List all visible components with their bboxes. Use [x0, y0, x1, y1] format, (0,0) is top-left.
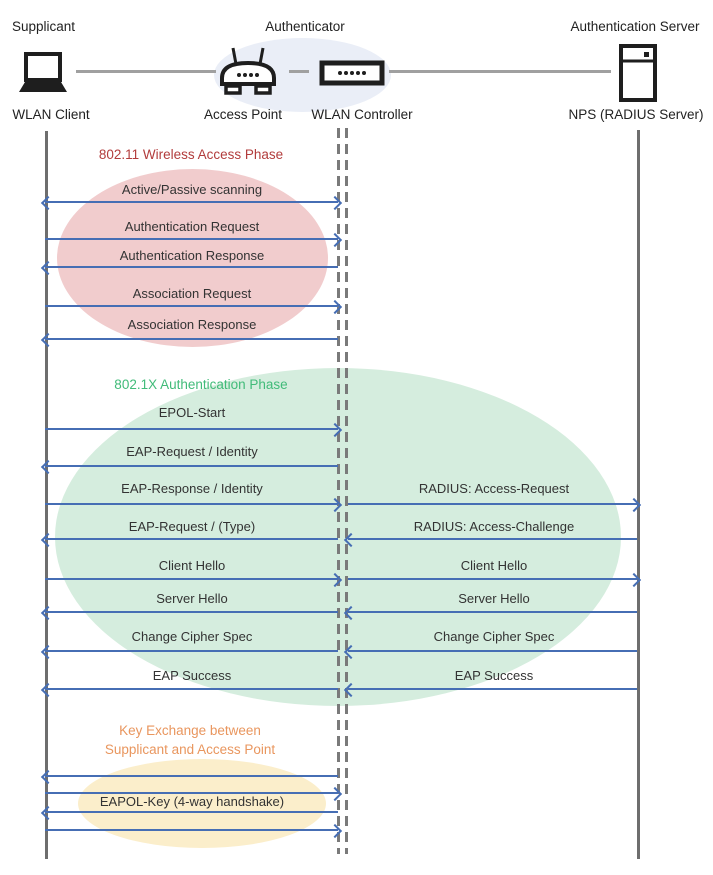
lifeline-radius-server [637, 130, 640, 859]
arrowhead-icon [626, 497, 642, 512]
message-label: Change Cipher Spec [433, 629, 555, 644]
lifeline-dashed-2 [345, 128, 348, 854]
message-arrow [45, 299, 343, 314]
message-label: Client Hello [158, 558, 226, 573]
message-arrow [40, 605, 338, 620]
connector-line [289, 70, 309, 73]
message-label: Active/Passive scanning [121, 182, 263, 197]
message-arrow [40, 459, 338, 474]
message-arrow [45, 232, 343, 247]
message-arrow [45, 823, 343, 838]
message-label: Association Request [132, 286, 252, 301]
arrowhead-icon [327, 823, 343, 838]
message-arrow [45, 422, 343, 437]
message-arrow [40, 532, 338, 547]
message-arrow [40, 260, 338, 275]
message-label: RADIUS: Access-Challenge [413, 519, 575, 534]
message-arrow [343, 605, 637, 620]
message-label: RADIUS: Access-Request [418, 481, 570, 496]
phase-title-8021x: 802.1X Authentication Phase [114, 377, 288, 392]
device-label-wlan-controller: WLAN Controller [311, 107, 413, 122]
phase-keyexchange-ellipse [78, 759, 326, 848]
arrowhead-icon [327, 497, 343, 512]
message-arrow [40, 332, 338, 347]
connector-line [76, 70, 216, 73]
phase-title-keyexchange-line1: Key Exchange between [119, 723, 261, 738]
message-arrow [45, 786, 343, 801]
arrowhead-icon [327, 232, 343, 247]
role-authentication-server: Authentication Server [570, 19, 700, 34]
message-arrow [343, 682, 637, 697]
message-label: EPOL-Start [158, 405, 226, 420]
message-arrow [40, 769, 338, 784]
message-arrow [348, 572, 642, 587]
message-arrow [45, 572, 343, 587]
message-label: Authentication Response [119, 248, 265, 263]
arrowhead-icon [327, 299, 343, 314]
message-label: EAP Success [152, 668, 232, 683]
arrowhead-icon [40, 195, 56, 210]
phase-title-80211: 802.11 Wireless Access Phase [98, 147, 284, 162]
arrowhead-icon [327, 195, 343, 210]
arrowhead-icon [343, 532, 359, 547]
arrowhead-icon [40, 682, 56, 697]
role-authenticator: Authenticator [265, 19, 345, 34]
arrowhead-icon [343, 644, 359, 659]
device-label-wlan-client: WLAN Client [12, 107, 90, 122]
message-label: Server Hello [156, 591, 228, 606]
message-arrow [348, 497, 642, 512]
arrowhead-icon [327, 572, 343, 587]
message-label: Server Hello [458, 591, 530, 606]
message-arrow [40, 644, 338, 659]
arrowhead-icon [40, 532, 56, 547]
lifeline-dashed-1 [337, 128, 340, 854]
message-arrow [40, 682, 338, 697]
arrowhead-icon [40, 805, 56, 820]
message-arrow [40, 805, 338, 820]
arrowhead-icon [40, 769, 56, 784]
laptop-icon [16, 52, 70, 94]
arrowhead-icon [40, 644, 56, 659]
arrowhead-icon [40, 605, 56, 620]
arrowhead-icon [40, 459, 56, 474]
message-arrow [45, 497, 343, 512]
arrowhead-icon [626, 572, 642, 587]
arrowhead-icon [327, 786, 343, 801]
message-label: EAP Success [454, 668, 534, 683]
lifeline-wlan-client [45, 131, 48, 859]
message-label: EAPOL-Key (4-way handshake) [99, 794, 285, 809]
device-label-nps: NPS (RADIUS Server) [568, 107, 704, 122]
message-label: Authentication Request [124, 219, 260, 234]
access-point-icon [217, 46, 279, 102]
phase-title-keyexchange-line2: Supplicant and Access Point [104, 742, 276, 757]
message-arrow [343, 644, 637, 659]
message-label: Client Hello [460, 558, 528, 573]
arrowhead-icon [343, 605, 359, 620]
message-label: EAP-Request / (Type) [128, 519, 256, 534]
phase-80211-ellipse [57, 169, 328, 347]
device-label-access-point: Access Point [203, 107, 283, 122]
message-label: EAP-Request / Identity [126, 444, 258, 459]
arrowhead-icon [343, 682, 359, 697]
message-label: EAP-Response / Identity [121, 481, 263, 496]
message-arrow [40, 195, 343, 210]
connector-line [389, 70, 611, 73]
server-icon [619, 44, 657, 102]
role-supplicant: Supplicant [12, 19, 76, 34]
message-arrow [343, 532, 637, 547]
wlan-controller-icon [319, 60, 385, 86]
arrowhead-icon [40, 332, 56, 347]
message-label: Association Response [127, 317, 257, 332]
arrowhead-icon [327, 422, 343, 437]
message-label: Change Cipher Spec [131, 629, 253, 644]
arrowhead-icon [40, 260, 56, 275]
